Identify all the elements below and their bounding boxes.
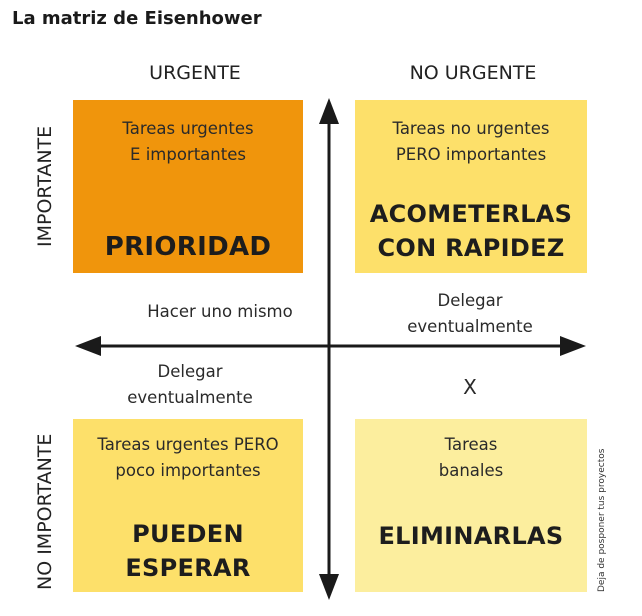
arrow-up-icon (319, 98, 339, 124)
note-delegar-top: Delegar eventualmente (385, 288, 555, 340)
note-line: eventualmente (127, 388, 253, 407)
quadrant-not-urgent-not-important: Tareas banales ELIMINARLAS (355, 419, 587, 592)
quadrant-not-urgent-important: Tareas no urgentes PERO importantes ACOM… (355, 100, 587, 273)
quadrant-label: ESPERAR (125, 554, 251, 582)
quadrant-desc-line: PERO importantes (395, 145, 547, 164)
quadrant-label: CON RAPIDEZ (377, 234, 565, 262)
quadrant-urgent-important: Tareas urgentes E importantes PRIORIDAD (73, 100, 303, 273)
note-delegar-bottom: Delegar eventualmente (105, 359, 275, 411)
x-mark: X (463, 375, 477, 399)
quadrant-desc-line: Tareas no urgentes (392, 119, 550, 138)
arrow-right-icon (560, 336, 586, 356)
quadrant-desc-line: banales (438, 461, 504, 480)
note-hacer-uno-mismo: Hacer uno mismo (147, 302, 293, 321)
quadrant-desc-line: Tareas urgentes (122, 119, 254, 138)
quadrant-label: PUEDEN (132, 520, 244, 548)
quadrant-label: ACOMETERLAS (369, 200, 573, 228)
column-header-not-urgent: NO URGENTE (409, 62, 537, 84)
quadrant-desc-line: E importantes (130, 145, 246, 164)
arrow-down-icon (319, 574, 339, 600)
quadrant-desc-line: Tareas urgentes PERO (97, 435, 279, 454)
page-title: La matriz de Eisenhower (12, 8, 262, 29)
quadrant-label: PRIORIDAD (104, 232, 272, 262)
side-note: Deja de posponer tus proyectos (597, 448, 607, 592)
note-line: eventualmente (407, 317, 533, 336)
quadrant-urgent-not-important: Tareas urgentes PERO poco importantes PU… (73, 419, 303, 592)
quadrant-desc-line: poco importantes (115, 461, 261, 480)
note-line: Delegar (437, 291, 503, 310)
arrow-left-icon (75, 336, 101, 356)
column-header-urgent: URGENTE (149, 62, 241, 84)
quadrant-desc-line: Tareas (444, 435, 498, 454)
note-line: Delegar (157, 362, 223, 381)
quadrant-label: ELIMINARLAS (378, 522, 564, 550)
